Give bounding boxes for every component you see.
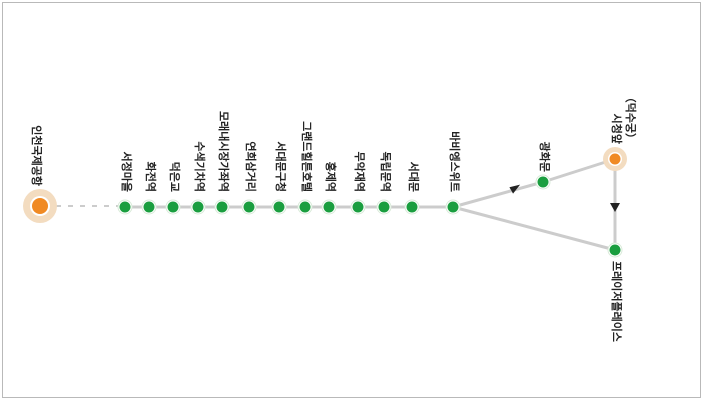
stop-marker[interactable] bbox=[445, 199, 461, 215]
stop-marker[interactable] bbox=[350, 199, 366, 215]
stop-label: 그랜드힐튼호텔 bbox=[300, 121, 314, 192]
stop-marker[interactable] bbox=[297, 199, 313, 215]
stop-marker[interactable] bbox=[214, 199, 230, 215]
stop-label: 무악재역 bbox=[353, 152, 367, 192]
stop-label-city-hall: 시청앞 bbox=[610, 114, 624, 144]
stop-label-city-hall-note: （덕수궁） bbox=[624, 92, 638, 144]
stop-label: 서대문구청 bbox=[274, 141, 288, 192]
origin-stop-label: 인천국제공항 bbox=[30, 125, 44, 186]
stop-label: 모래내시장가좌역 bbox=[217, 111, 231, 192]
stop-marker[interactable] bbox=[241, 199, 257, 215]
stop-marker[interactable] bbox=[190, 199, 206, 215]
branch-line-upper bbox=[452, 180, 544, 209]
stop-label: 서정마을 bbox=[120, 152, 134, 192]
stop-label-fraser-place: 프레이저플레이스 bbox=[610, 261, 624, 342]
stop-marker[interactable] bbox=[404, 199, 420, 215]
stop-marker[interactable] bbox=[271, 199, 287, 215]
route-map-frame bbox=[2, 2, 701, 398]
origin-stop-marker[interactable] bbox=[23, 189, 57, 223]
stop-marker[interactable] bbox=[376, 199, 392, 215]
stop-label: 서대문 bbox=[407, 162, 421, 192]
direction-arrow-icon bbox=[509, 184, 521, 194]
direction-arrow-down-icon bbox=[610, 203, 620, 212]
stop-marker-fraser-place[interactable] bbox=[607, 242, 623, 258]
stop-marker[interactable] bbox=[141, 199, 157, 215]
branch-line-upper-2 bbox=[542, 157, 616, 184]
stop-label-gwanghwamun: 광화문 bbox=[538, 142, 552, 172]
stop-marker-gwanghwamun[interactable] bbox=[535, 174, 551, 190]
stop-label: 바비엥스위트 bbox=[448, 131, 462, 192]
stop-label: 연희삼거리 bbox=[244, 141, 258, 192]
stop-marker[interactable] bbox=[321, 199, 337, 215]
stop-label: 수색기차역 bbox=[193, 141, 207, 192]
stop-marker-city-hall[interactable] bbox=[603, 147, 627, 171]
stop-label: 홍제역 bbox=[324, 162, 338, 192]
stop-marker[interactable] bbox=[165, 199, 181, 215]
stop-label: 독립문역 bbox=[379, 152, 393, 192]
stop-marker[interactable] bbox=[117, 199, 133, 215]
branch-line-lower bbox=[452, 205, 616, 252]
stop-label: 화전역 bbox=[144, 162, 158, 192]
stop-label: 덕은교 bbox=[168, 162, 182, 192]
